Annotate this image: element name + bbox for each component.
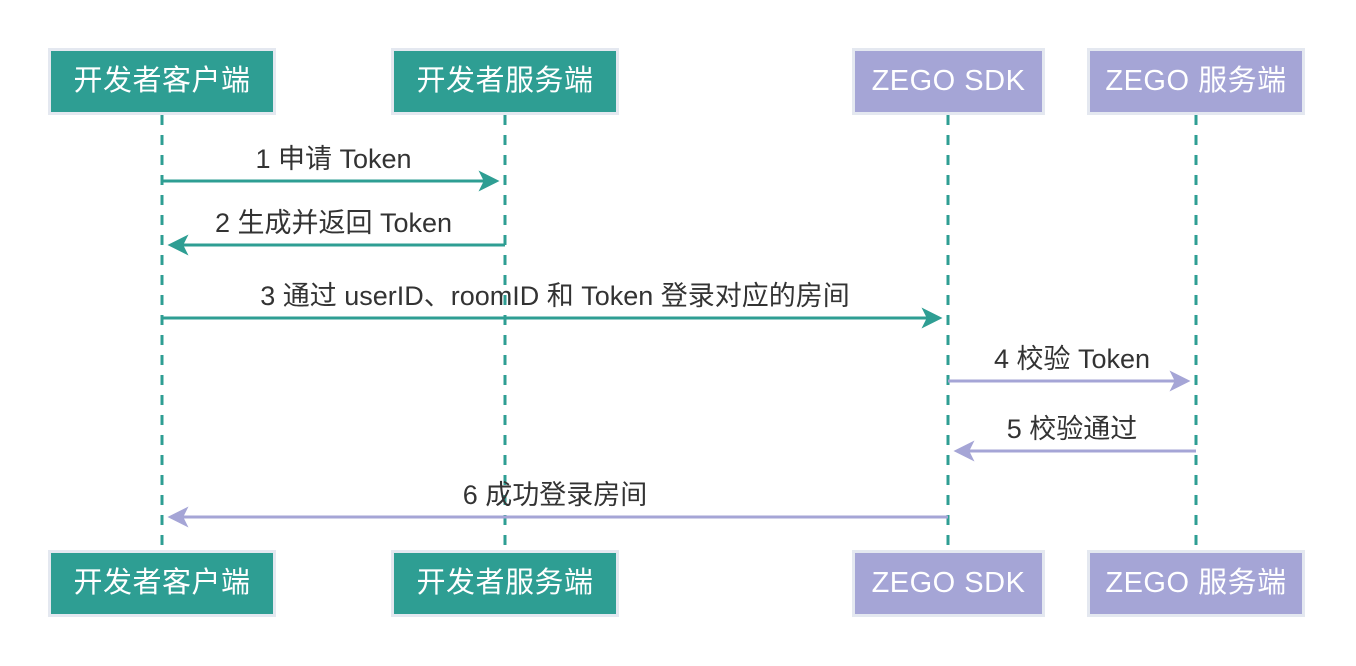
message-label-5: 5 校验通过 — [1006, 414, 1138, 444]
participant-label: 开发者客户端 — [73, 567, 251, 599]
participant-top-dev-server[interactable]: 开发者服务端 — [391, 48, 619, 115]
participant-label: ZEGO 服务端 — [1105, 567, 1287, 599]
participant-label: 开发者服务端 — [416, 567, 594, 599]
participant-bottom-zego-server[interactable]: ZEGO 服务端 — [1087, 550, 1305, 617]
participant-label: 开发者客户端 — [73, 65, 251, 97]
lifelines-group — [160, 115, 1198, 550]
message-label-4: 4 校验 Token — [993, 344, 1151, 374]
message-label-6: 6 成功登录房间 — [462, 480, 648, 510]
participant-top-zego-sdk[interactable]: ZEGO SDK — [852, 48, 1045, 115]
participant-bottom-dev-client[interactable]: 开发者客户端 — [48, 550, 276, 617]
message-label-3: 3 通过 userID、roomID 和 Token 登录对应的房间 — [260, 281, 850, 311]
participant-label: ZEGO 服务端 — [1105, 65, 1287, 97]
participant-bottom-zego-sdk[interactable]: ZEGO SDK — [852, 550, 1045, 617]
participant-label: ZEGO SDK — [871, 567, 1026, 599]
participant-label: ZEGO SDK — [871, 65, 1026, 97]
participant-top-zego-server[interactable]: ZEGO 服务端 — [1087, 48, 1305, 115]
participant-label: 开发者服务端 — [416, 65, 594, 97]
message-label-1: 1 申请 Token — [255, 144, 412, 174]
participant-bottom-dev-server[interactable]: 开发者服务端 — [391, 550, 619, 617]
message-label-2: 2 生成并返回 Token — [214, 208, 453, 238]
participant-top-dev-client[interactable]: 开发者客户端 — [48, 48, 276, 115]
message-arrows-group — [162, 170, 1196, 528]
